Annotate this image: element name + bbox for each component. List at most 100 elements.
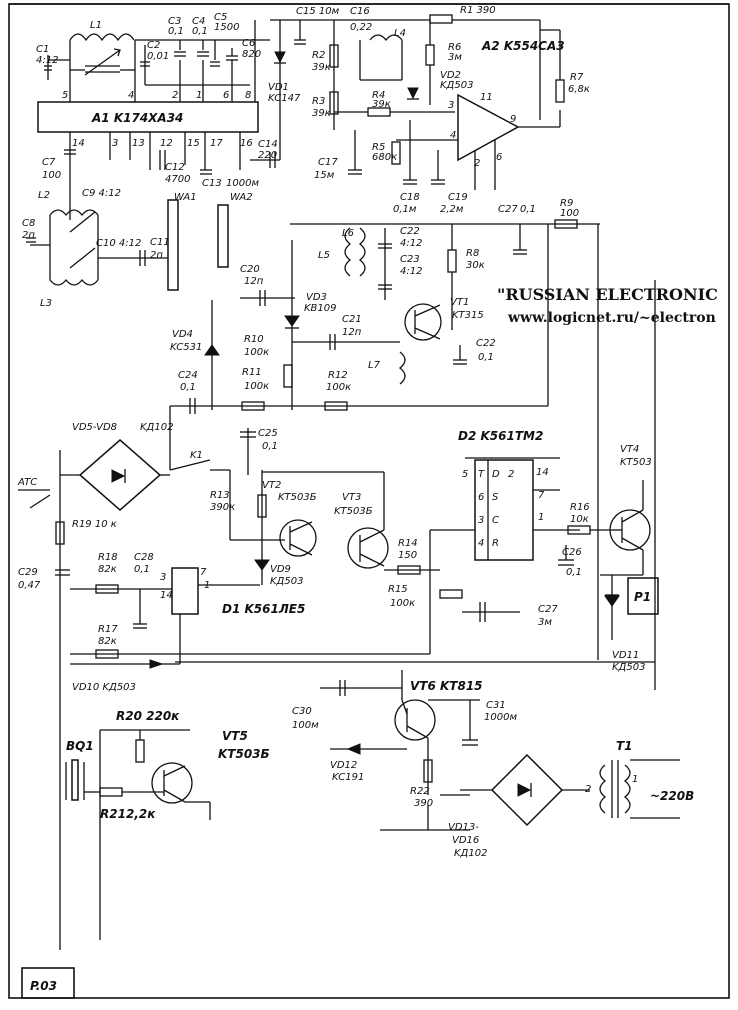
resistor-r20 xyxy=(135,739,145,763)
svg-text:KД503: KД503 xyxy=(270,576,303,587)
transformer-primary xyxy=(623,764,631,814)
svg-text:R21: R21 xyxy=(100,807,126,821)
svg-text:C22: C22 xyxy=(476,338,496,349)
resistor-r21 xyxy=(99,787,123,797)
svg-text:0,1: 0,1 xyxy=(566,567,582,578)
svg-text:100: 100 xyxy=(560,208,579,219)
svg-text:WA2: WA2 xyxy=(230,192,253,203)
svg-text:VT1: VT1 xyxy=(450,297,469,308)
chip-d2 xyxy=(474,459,534,561)
svg-text:D: D xyxy=(492,469,500,480)
svg-text:KД102: KД102 xyxy=(140,422,173,433)
page-number-box xyxy=(21,967,75,999)
inductor-l3 xyxy=(49,278,99,286)
chip-a1-label: A1 K174XA34 xyxy=(91,111,183,125)
svg-text:R1 390: R1 390 xyxy=(460,5,496,16)
watermark-url: www.logicnet.ru/~electron xyxy=(507,310,716,326)
inductor-l7 xyxy=(398,351,406,385)
resistor-r9 xyxy=(554,219,578,229)
resistor-r5 xyxy=(391,141,401,165)
svg-text:R22: R22 xyxy=(410,786,430,797)
transformer-secondary xyxy=(599,764,607,814)
svg-text:C27: C27 xyxy=(498,204,518,215)
svg-text:14: 14 xyxy=(536,467,549,478)
svg-text:0,01: 0,01 xyxy=(147,51,169,62)
svg-text:C10 4:12: C10 4:12 xyxy=(96,238,141,249)
crystal-bq1 xyxy=(71,759,79,801)
svg-text:KД503: KД503 xyxy=(440,80,473,91)
svg-text:1000м: 1000м xyxy=(226,178,259,189)
resistor-r15 xyxy=(439,589,463,599)
svg-text:1: 1 xyxy=(196,90,202,101)
svg-text:KT503Б: KT503Б xyxy=(218,747,270,761)
svg-text:C14: C14 xyxy=(258,139,278,150)
svg-text:C21: C21 xyxy=(342,314,362,325)
svg-text:0,1: 0,1 xyxy=(134,564,150,575)
svg-text:K1: K1 xyxy=(190,450,203,461)
svg-text:R6: R6 xyxy=(448,42,461,53)
svg-text:100к: 100к xyxy=(244,347,269,358)
svg-text:R19 10 к: R19 10 к xyxy=(72,519,117,530)
svg-text:R14: R14 xyxy=(398,538,418,549)
svg-text:C8: C8 xyxy=(22,218,35,229)
svg-text:1000м: 1000м xyxy=(484,712,517,723)
svg-text:10к: 10к xyxy=(570,514,589,525)
svg-text:VD5-VD8: VD5-VD8 xyxy=(72,422,117,433)
svg-text:3м: 3м xyxy=(448,52,462,63)
resistor-r10 xyxy=(283,364,293,388)
svg-text:0,1: 0,1 xyxy=(520,204,536,215)
svg-text:C19: C19 xyxy=(448,192,468,203)
svg-text:2,2м: 2,2м xyxy=(440,204,464,215)
transistor-vt4 xyxy=(609,509,651,551)
svg-text:C16: C16 xyxy=(350,6,370,17)
svg-text:C30: C30 xyxy=(292,706,312,717)
svg-text:C3: C3 xyxy=(168,16,181,27)
svg-text:6: 6 xyxy=(496,152,502,163)
svg-text:C27: C27 xyxy=(538,604,558,615)
relay-p1 xyxy=(627,577,659,615)
svg-text:C31: C31 xyxy=(486,700,506,711)
svg-text:~220В: ~220В xyxy=(650,789,694,803)
chip-a1 xyxy=(37,101,259,133)
svg-text:C26: C26 xyxy=(562,547,582,558)
svg-text:15: 15 xyxy=(187,138,200,149)
svg-text:R7: R7 xyxy=(570,72,584,83)
svg-text:1: 1 xyxy=(632,774,638,785)
svg-text:390: 390 xyxy=(414,798,433,809)
svg-text:7: 7 xyxy=(200,567,207,578)
chip-d1-label: D1 K561ЛЕ5 xyxy=(222,602,305,616)
svg-text:C22: C22 xyxy=(400,226,420,237)
svg-text:C2: C2 xyxy=(147,40,160,51)
svg-text:C: C xyxy=(492,515,499,526)
svg-text:VD11: VD11 xyxy=(612,650,639,661)
svg-text:KД503: KД503 xyxy=(612,662,645,673)
svg-text:KB109: KB109 xyxy=(304,303,337,314)
transistor-vt6 xyxy=(394,699,436,741)
chip-a2-label: A2 K554CA3 xyxy=(481,39,565,53)
svg-text:C6: C6 xyxy=(242,38,255,49)
svg-text:C12: C12 xyxy=(165,162,185,173)
svg-text:KC147: KC147 xyxy=(268,93,301,104)
resistor-r22 xyxy=(423,759,433,783)
svg-text:C29: C29 xyxy=(18,567,38,578)
svg-text:R11: R11 xyxy=(242,367,262,378)
svg-text:C5: C5 xyxy=(214,12,227,23)
svg-text:4:12: 4:12 xyxy=(36,55,58,66)
svg-text:680к: 680к xyxy=(372,152,397,163)
inductor-l5 xyxy=(344,227,352,277)
svg-text:KC191: KC191 xyxy=(332,772,364,783)
chip-d2-label: D2 K561TM2 xyxy=(458,429,543,443)
svg-text:C23: C23 xyxy=(400,254,420,265)
svg-text:12п: 12п xyxy=(244,276,264,287)
svg-text:R17: R17 xyxy=(98,624,118,635)
svg-text:C20: C20 xyxy=(240,264,260,275)
svg-text:R13: R13 xyxy=(210,490,230,501)
svg-text:0,1: 0,1 xyxy=(192,26,208,37)
svg-text:12п: 12п xyxy=(342,327,362,338)
svg-text:6: 6 xyxy=(478,492,484,503)
svg-text:L3: L3 xyxy=(40,298,52,309)
svg-text:VT2: VT2 xyxy=(262,480,281,491)
svg-text:R12: R12 xyxy=(328,370,348,381)
svg-text:R9: R9 xyxy=(560,198,573,209)
svg-text:4: 4 xyxy=(450,130,456,141)
